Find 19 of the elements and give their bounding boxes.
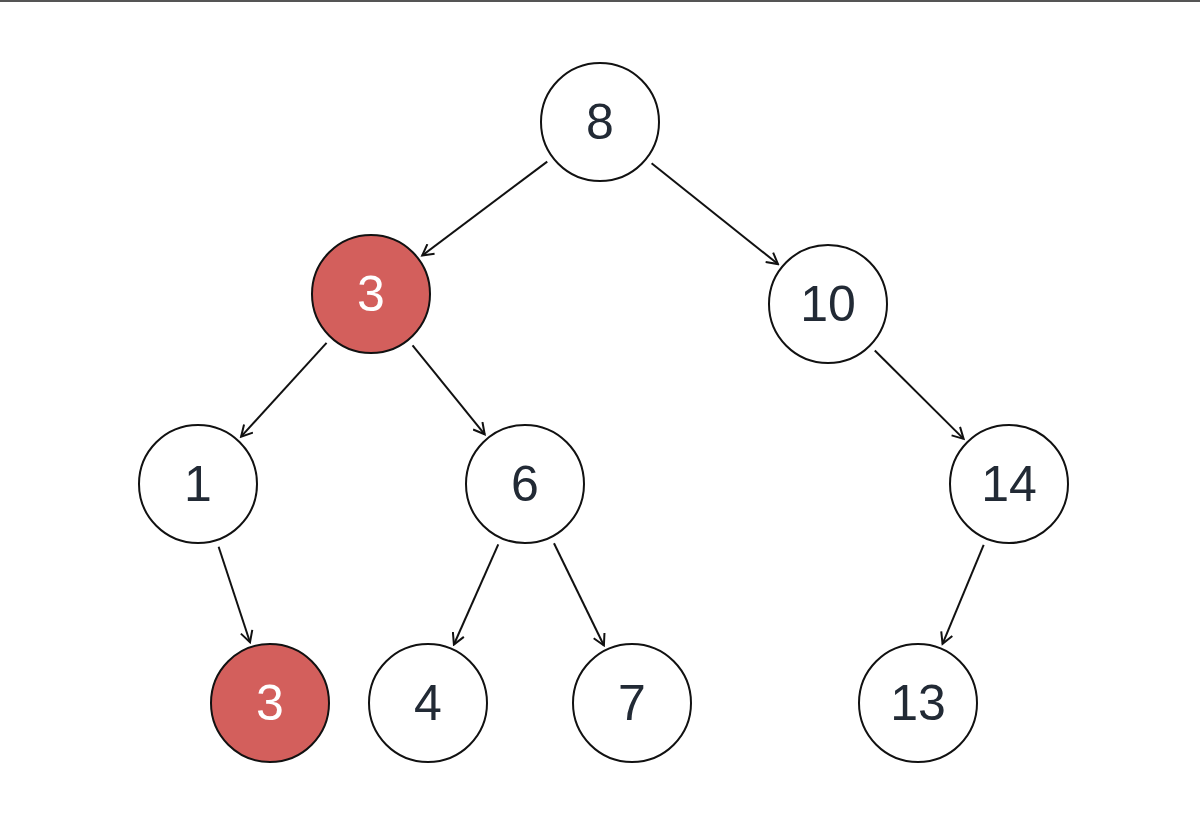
arrow bbox=[940, 543, 985, 645]
arrow bbox=[552, 542, 606, 647]
node-label: 13 bbox=[890, 678, 946, 728]
node-label: 1 bbox=[184, 459, 212, 509]
arrow bbox=[411, 344, 486, 436]
node-label: 3 bbox=[256, 678, 284, 728]
arrow bbox=[240, 341, 328, 438]
arrow bbox=[421, 160, 549, 257]
node-label: 3 bbox=[357, 269, 385, 319]
arrow bbox=[650, 162, 779, 266]
node-label: 8 bbox=[586, 97, 614, 147]
node-label: 14 bbox=[981, 459, 1037, 509]
node-label: 7 bbox=[618, 678, 646, 728]
arrow bbox=[451, 543, 500, 646]
arrow bbox=[217, 545, 254, 644]
node-label: 10 bbox=[800, 279, 856, 329]
node-label: 6 bbox=[511, 459, 539, 509]
node-label: 4 bbox=[414, 678, 442, 728]
arrow bbox=[873, 349, 965, 440]
